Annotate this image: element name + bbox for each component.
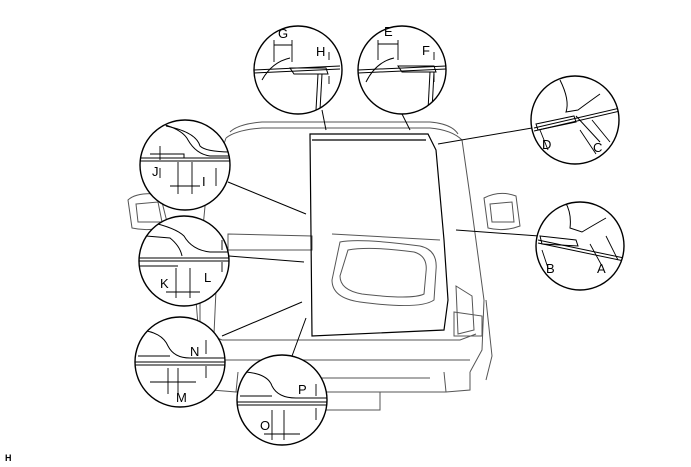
callout-label-o: O (260, 418, 270, 433)
callout-label-d: D (542, 137, 551, 152)
callout-label-b: B (546, 261, 555, 276)
callout-ba: B A (535, 201, 625, 291)
callout-nm: N M (134, 316, 226, 408)
callout-label-e: E (384, 24, 393, 39)
figure-code: H (5, 453, 12, 463)
callout-label-l: L (204, 270, 211, 285)
callout-label-j: J (152, 164, 159, 179)
callout-label-i: I (202, 174, 206, 189)
callout-label-k: K (160, 276, 169, 291)
callout-label-n: N (190, 344, 199, 359)
callout-kl: K L (138, 215, 230, 307)
vehicle-rear-outline (127, 121, 521, 411)
callout-dc: D C (530, 75, 620, 165)
leader-lines (221, 109, 540, 357)
callout-label-g: G (278, 26, 288, 41)
callout-label-m: M (176, 390, 187, 405)
callout-gh: G H (253, 25, 343, 115)
callout-label-a: A (597, 261, 606, 276)
callout-label-f: F (422, 43, 430, 58)
back-door-panel (309, 133, 449, 337)
callout-label-c: C (593, 140, 602, 155)
callout-ef: E F (357, 24, 447, 115)
callout-label-h: H (316, 44, 325, 59)
callout-ji: J I (139, 119, 231, 211)
callout-po: P O (236, 354, 328, 446)
callout-label-p: P (298, 382, 307, 397)
